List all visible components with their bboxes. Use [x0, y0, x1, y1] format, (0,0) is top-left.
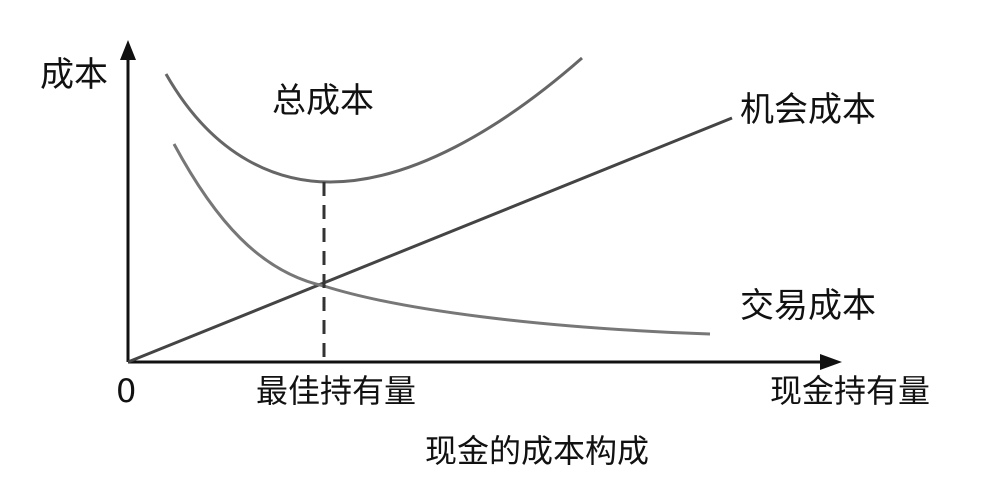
diagram-title: 现金的成本构成	[425, 432, 650, 470]
transaction-cost-label: 交易成本	[740, 286, 876, 326]
x-axis-label: 现金持有量	[770, 372, 931, 410]
y-axis-arrow	[120, 40, 136, 60]
y-axis-label: 成本	[40, 55, 108, 95]
opportunity-cost-label: 机会成本	[740, 90, 876, 130]
optimal-holding-label: 最佳持有量	[256, 372, 417, 410]
total-cost-label: 总成本	[272, 81, 374, 121]
total-cost-curve	[164, 56, 583, 184]
x-axis-arrow	[820, 354, 842, 370]
origin-label: 0	[116, 372, 137, 410]
transaction-cost-curve	[172, 143, 711, 336]
opportunity-cost-line	[127, 116, 733, 364]
